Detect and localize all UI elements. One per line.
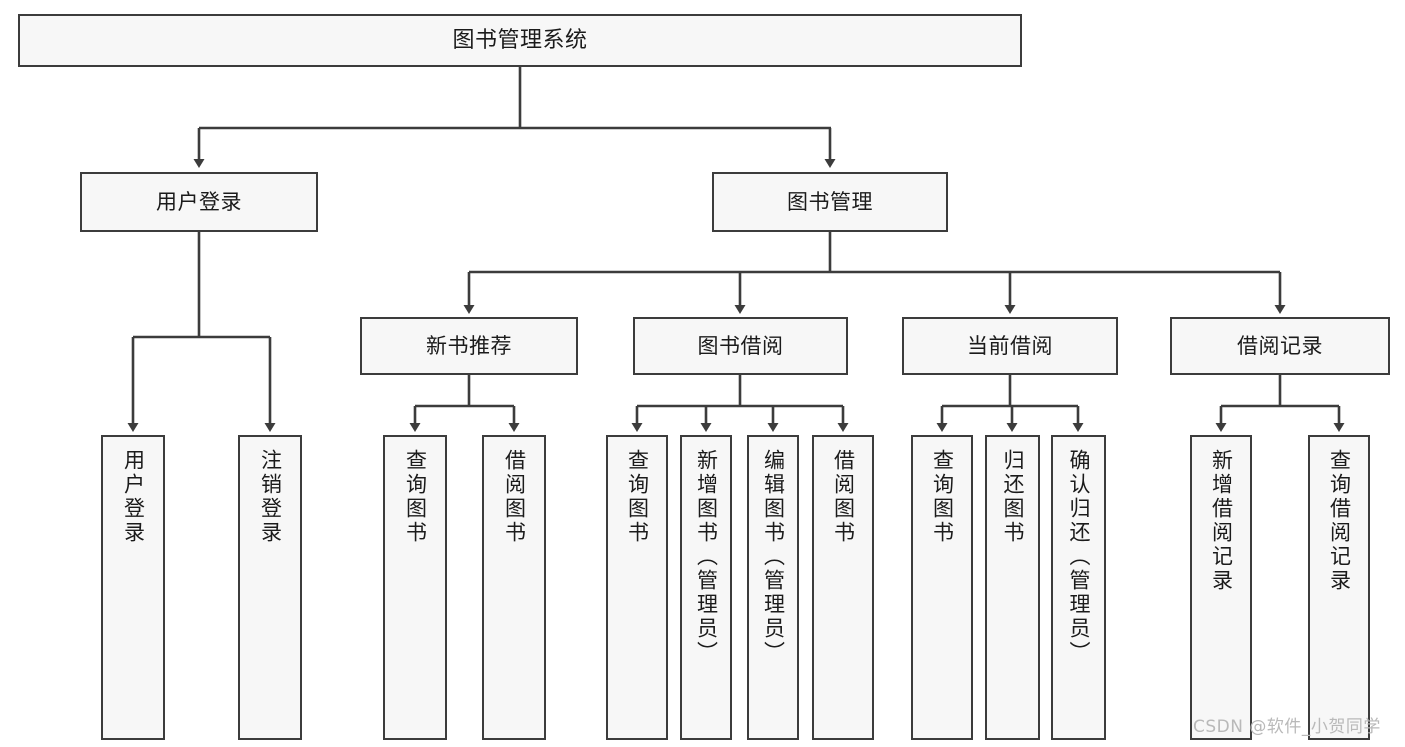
node-label: 图书管理系统 (452, 27, 588, 53)
csdn-watermark: CSDN @软件_小贺同学 (1193, 717, 1381, 737)
node-label: 用户登录 (121, 449, 146, 545)
node-borrow-record[interactable]: 借阅记录 (1170, 317, 1390, 375)
node-leaf-confirm-return[interactable]: 确认归还（管理员） (1051, 435, 1106, 740)
node-book-borrow[interactable]: 图书借阅 (633, 317, 848, 375)
node-leaf-borrow-book-rec[interactable]: 借阅图书 (482, 435, 546, 740)
node-leaf-return-book[interactable]: 归还图书 (985, 435, 1040, 740)
node-label: 新增图书（管理员） (694, 449, 719, 665)
node-leaf-edit-book[interactable]: 编辑图书（管理员） (747, 435, 799, 740)
node-label: 新书推荐 (426, 333, 512, 358)
node-label: 新增借阅记录 (1209, 449, 1234, 593)
node-label: 归还图书 (1001, 449, 1025, 545)
node-label: 借阅图书 (502, 449, 527, 545)
node-label: 注销登录 (258, 449, 283, 545)
node-book-manage[interactable]: 图书管理 (712, 172, 948, 232)
node-leaf-logout[interactable]: 注销登录 (238, 435, 302, 740)
node-label: 查询图书 (625, 449, 650, 545)
node-current-borrow[interactable]: 当前借阅 (902, 317, 1118, 375)
node-leaf-user-login[interactable]: 用户登录 (101, 435, 165, 740)
node-leaf-query-book[interactable]: 查询图书 (606, 435, 668, 740)
node-label: 查询图书 (930, 449, 955, 545)
node-leaf-query-record[interactable]: 查询借阅记录 (1308, 435, 1370, 740)
node-label: 图书管理 (787, 189, 873, 214)
node-label: 当前借阅 (967, 333, 1053, 358)
node-new-book-rec[interactable]: 新书推荐 (360, 317, 578, 375)
node-leaf-query-book-cur[interactable]: 查询图书 (911, 435, 973, 740)
node-label: 查询借阅记录 (1327, 449, 1352, 593)
node-label: 用户登录 (156, 189, 242, 214)
node-label: 编辑图书（管理员） (761, 449, 786, 665)
node-leaf-query-book-rec[interactable]: 查询图书 (383, 435, 447, 740)
node-leaf-add-book[interactable]: 新增图书（管理员） (680, 435, 732, 740)
node-label: 借阅记录 (1237, 333, 1323, 358)
node-leaf-borrow-book[interactable]: 借阅图书 (812, 435, 874, 740)
node-leaf-add-record[interactable]: 新增借阅记录 (1190, 435, 1252, 740)
node-label: 图书借阅 (697, 333, 784, 358)
node-user-login[interactable]: 用户登录 (80, 172, 318, 232)
node-label: 借阅图书 (831, 449, 856, 545)
node-label: 查询图书 (403, 449, 428, 545)
node-root-system[interactable]: 图书管理系统 (18, 14, 1022, 67)
node-label: 确认归还（管理员） (1067, 449, 1091, 665)
